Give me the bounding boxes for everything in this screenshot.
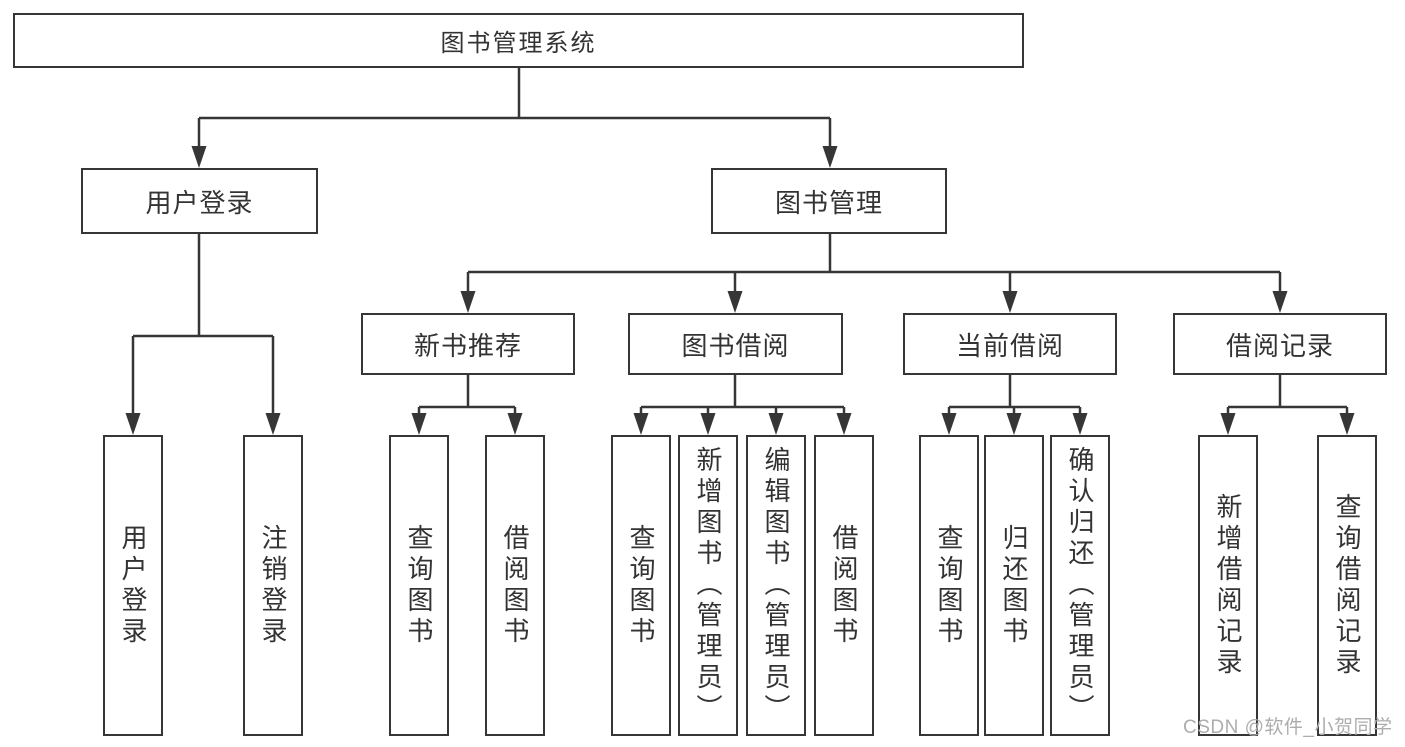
node-library-management-system-label: 图书管理系统 bbox=[440, 30, 597, 57]
leaf-newbooks-borrow-books: 借阅图书 bbox=[485, 435, 545, 736]
node-book-management: 图书管理 bbox=[711, 168, 947, 234]
leaf-user-login: 用户登录 bbox=[103, 435, 163, 736]
node-book-management-label: 图书管理 bbox=[774, 187, 883, 218]
leaf-borrowing-query-books: 查询图书 bbox=[611, 435, 671, 736]
leaf-confirm-return-admin-label: 确认归还（管理员） bbox=[1065, 446, 1095, 725]
leaf-return-books: 归还图书 bbox=[984, 435, 1044, 736]
node-library-management-system: 图书管理系统 bbox=[13, 13, 1024, 68]
node-borrowing-records: 借阅记录 bbox=[1173, 313, 1387, 375]
node-user-login: 用户登录 bbox=[81, 168, 318, 234]
leaf-current-query-books-label: 查询图书 bbox=[934, 523, 964, 648]
leaf-logout-login: 注销登录 bbox=[243, 435, 303, 736]
leaf-newbooks-query-books-label: 查询图书 bbox=[404, 523, 434, 648]
leaf-add-borrow-record: 新增借阅记录 bbox=[1198, 435, 1258, 736]
leaf-newbooks-query-books: 查询图书 bbox=[389, 435, 449, 736]
node-book-borrowing: 图书借阅 bbox=[628, 313, 843, 375]
node-new-book-recommend: 新书推荐 bbox=[361, 313, 575, 375]
leaf-edit-books-admin-label: 编辑图书（管理员） bbox=[761, 446, 791, 725]
leaf-edit-books-admin: 编辑图书（管理员） bbox=[746, 435, 806, 736]
leaf-add-borrow-record-label: 新增借阅记录 bbox=[1213, 492, 1243, 679]
watermark: CSDN @软件_小贺同学 bbox=[1183, 717, 1393, 738]
leaf-user-login-label: 用户登录 bbox=[118, 523, 148, 648]
leaf-borrowing-query-books-label: 查询图书 bbox=[626, 523, 656, 648]
leaf-logout-login-label: 注销登录 bbox=[258, 523, 288, 648]
leaf-return-books-label: 归还图书 bbox=[999, 523, 1029, 648]
node-borrowing-records-label: 借阅记录 bbox=[1225, 330, 1334, 361]
leaf-query-borrow-record: 查询借阅记录 bbox=[1317, 435, 1377, 736]
leaf-borrowing-borrow-books: 借阅图书 bbox=[814, 435, 874, 736]
leaf-borrowing-borrow-books-label: 借阅图书 bbox=[829, 523, 859, 648]
node-book-borrowing-label: 图书借阅 bbox=[681, 330, 790, 361]
node-current-borrowing: 当前借阅 bbox=[903, 313, 1117, 375]
leaf-add-books-admin-label: 新增图书（管理员） bbox=[693, 446, 723, 725]
node-current-borrowing-label: 当前借阅 bbox=[955, 330, 1064, 361]
leaf-current-query-books: 查询图书 bbox=[919, 435, 979, 736]
leaf-query-borrow-record-label: 查询借阅记录 bbox=[1332, 492, 1362, 679]
leaf-confirm-return-admin: 确认归还（管理员） bbox=[1050, 435, 1110, 736]
node-user-login-label: 用户登录 bbox=[145, 187, 254, 218]
leaf-newbooks-borrow-books-label: 借阅图书 bbox=[500, 523, 530, 648]
leaf-add-books-admin: 新增图书（管理员） bbox=[678, 435, 738, 736]
node-new-book-recommend-label: 新书推荐 bbox=[413, 330, 522, 361]
